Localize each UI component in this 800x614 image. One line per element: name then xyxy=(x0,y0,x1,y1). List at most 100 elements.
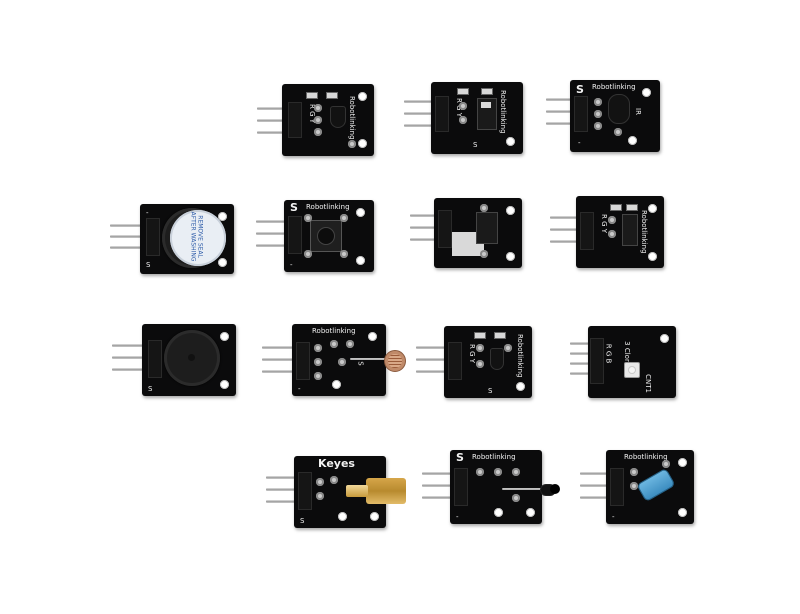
mount-hole xyxy=(660,334,669,343)
label-s: S xyxy=(576,83,584,96)
ir-receiver xyxy=(330,106,346,128)
label-robotlinking: Robotlinking xyxy=(624,453,668,461)
pin-header xyxy=(590,338,604,384)
solder-pad xyxy=(630,482,638,490)
mount-hole xyxy=(370,512,379,521)
pin-header xyxy=(610,468,624,506)
header-pin xyxy=(580,484,614,487)
solder-pad xyxy=(662,460,670,468)
solder-pad xyxy=(630,468,638,476)
laser-lens xyxy=(346,485,368,497)
ir-led xyxy=(622,214,638,246)
solder-pad xyxy=(504,344,512,352)
solder-pad xyxy=(594,122,602,130)
ir-receiver xyxy=(608,94,630,124)
module-passive-buzzer: S xyxy=(112,322,240,400)
pcb-board: Robotlinking - xyxy=(606,450,694,524)
mount-hole xyxy=(358,139,367,148)
module-ir-receiver-a: R G Y Robotlinking xyxy=(252,82,377,162)
pin-header xyxy=(288,102,302,138)
header-pin xyxy=(112,356,146,359)
smd-component xyxy=(481,88,493,95)
label-minus: - xyxy=(290,261,293,269)
label-robotlinking: Robotlinking xyxy=(499,90,507,134)
solder-pad xyxy=(316,492,324,500)
smd-component xyxy=(610,204,622,211)
pcb-board: S Robotlinking IR - xyxy=(570,80,660,152)
pin-header xyxy=(288,216,302,254)
module-slot-sensor xyxy=(410,196,526,272)
label-minus: - xyxy=(578,139,581,147)
mount-hole xyxy=(218,212,227,221)
pcb-board xyxy=(434,198,522,268)
solder-pad xyxy=(330,340,338,348)
mount-hole xyxy=(648,204,657,213)
solder-pad xyxy=(314,116,322,124)
pin-header xyxy=(296,342,310,380)
solder-pad xyxy=(316,478,324,486)
solder-pad xyxy=(314,358,322,366)
mount-hole xyxy=(506,137,515,146)
smd-component xyxy=(494,332,506,339)
header-pin xyxy=(257,131,287,134)
label-s: S xyxy=(290,201,298,214)
label-minus: - xyxy=(456,513,459,521)
label-rgb-pins: R G B xyxy=(604,343,613,364)
mount-hole xyxy=(368,332,377,341)
mount-hole xyxy=(220,332,229,341)
header-pin xyxy=(422,496,454,499)
header-pin xyxy=(416,346,448,349)
label-s: S xyxy=(148,385,153,393)
solder-pad xyxy=(476,344,484,352)
module-ir-sensor: R G Y Robotlinking xyxy=(550,194,668,272)
temperature-ic xyxy=(490,348,504,370)
label-robotlinking: Robotlinking xyxy=(592,83,636,91)
pin-header xyxy=(148,340,162,378)
header-pin xyxy=(416,358,448,361)
header-pin xyxy=(256,244,290,247)
smd-component xyxy=(306,92,318,99)
module-push-button: S Robotlinking - xyxy=(256,198,378,276)
buzzer-sticker-text: REMOVE SEAL AFTER WASHING xyxy=(190,211,204,262)
label-robotlinking: Robotlinking xyxy=(312,327,356,335)
header-pin xyxy=(580,496,614,499)
module-ir-receiver-b: S Robotlinking IR - xyxy=(546,78,664,158)
pcb-board: - S REMOVE SEAL AFTER WASHING xyxy=(140,204,234,274)
mount-hole xyxy=(516,382,525,391)
mount-hole xyxy=(628,136,637,145)
solder-pad xyxy=(340,214,348,222)
label-robotlinking: Robotlinking xyxy=(516,334,524,378)
solder-pad xyxy=(459,102,467,110)
header-pin xyxy=(262,358,298,361)
pin-header xyxy=(574,96,588,132)
header-pin xyxy=(550,216,580,219)
header-pin xyxy=(570,372,600,375)
header-pin xyxy=(404,100,434,103)
pcb-board: S Robotlinking - xyxy=(284,200,374,272)
solder-pad xyxy=(512,494,520,502)
label-three-color: 3 Clor xyxy=(622,341,631,362)
mount-hole xyxy=(642,88,651,97)
switch-button xyxy=(317,227,335,245)
header-pin xyxy=(570,342,600,345)
pcb-board: S Robotlinking - xyxy=(450,450,542,524)
solder-pad xyxy=(480,250,488,258)
pin-header xyxy=(580,212,594,250)
header-pin xyxy=(550,240,580,243)
header-pin xyxy=(580,472,614,475)
solder-pad xyxy=(476,360,484,368)
solder-pad xyxy=(476,468,484,476)
header-pin xyxy=(257,119,287,122)
mount-hole xyxy=(506,252,515,261)
mount-hole xyxy=(526,508,535,517)
header-pin xyxy=(422,484,454,487)
solder-pad xyxy=(614,128,622,136)
solder-pad xyxy=(330,476,338,484)
ldr-lead xyxy=(350,358,388,360)
module-temperature-sensor: R G Y Robotlinking S xyxy=(416,324,536,402)
solder-pad xyxy=(346,340,354,348)
solder-pad xyxy=(314,372,322,380)
solder-pad xyxy=(594,98,602,106)
label-s: S xyxy=(146,261,151,269)
mount-hole xyxy=(358,92,367,101)
